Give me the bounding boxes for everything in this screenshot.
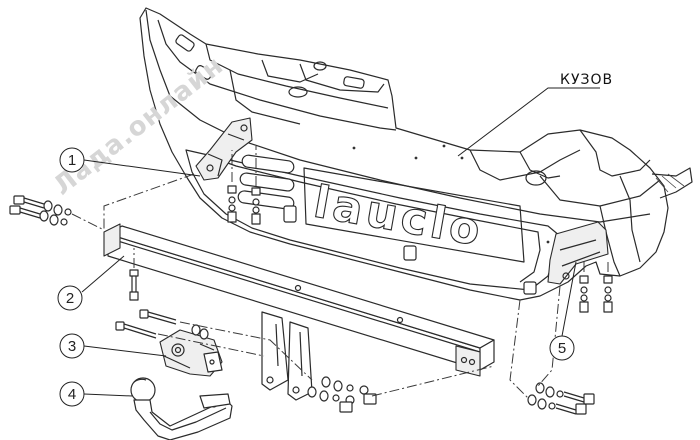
part-4-tow-ball <box>130 377 233 440</box>
callout-3: 3 <box>59 333 167 359</box>
assembly-axis-lines <box>71 146 609 399</box>
callout-5: 5 <box>549 261 577 361</box>
fastener-bolts-left <box>9 185 261 340</box>
svg-text:5: 5 <box>558 340 566 357</box>
body-label: КУЗОВ <box>560 72 613 88</box>
callout-1: 1 <box>59 147 201 177</box>
car-body-rear-panel <box>139 7 693 301</box>
svg-text:3: 3 <box>68 338 76 355</box>
vent-slots <box>237 154 295 210</box>
part-2-crossbar <box>103 223 495 401</box>
callout-2: 2 <box>57 255 125 311</box>
callout-kuzov: КУЗОВ <box>457 72 613 157</box>
svg-text:4: 4 <box>68 386 76 403</box>
fastener-bolts-right <box>307 275 613 415</box>
svg-text:2: 2 <box>66 290 74 307</box>
svg-text:1: 1 <box>68 152 76 169</box>
part-3-ball-mount-bracket <box>159 329 223 377</box>
callout-4: 4 <box>59 381 133 407</box>
